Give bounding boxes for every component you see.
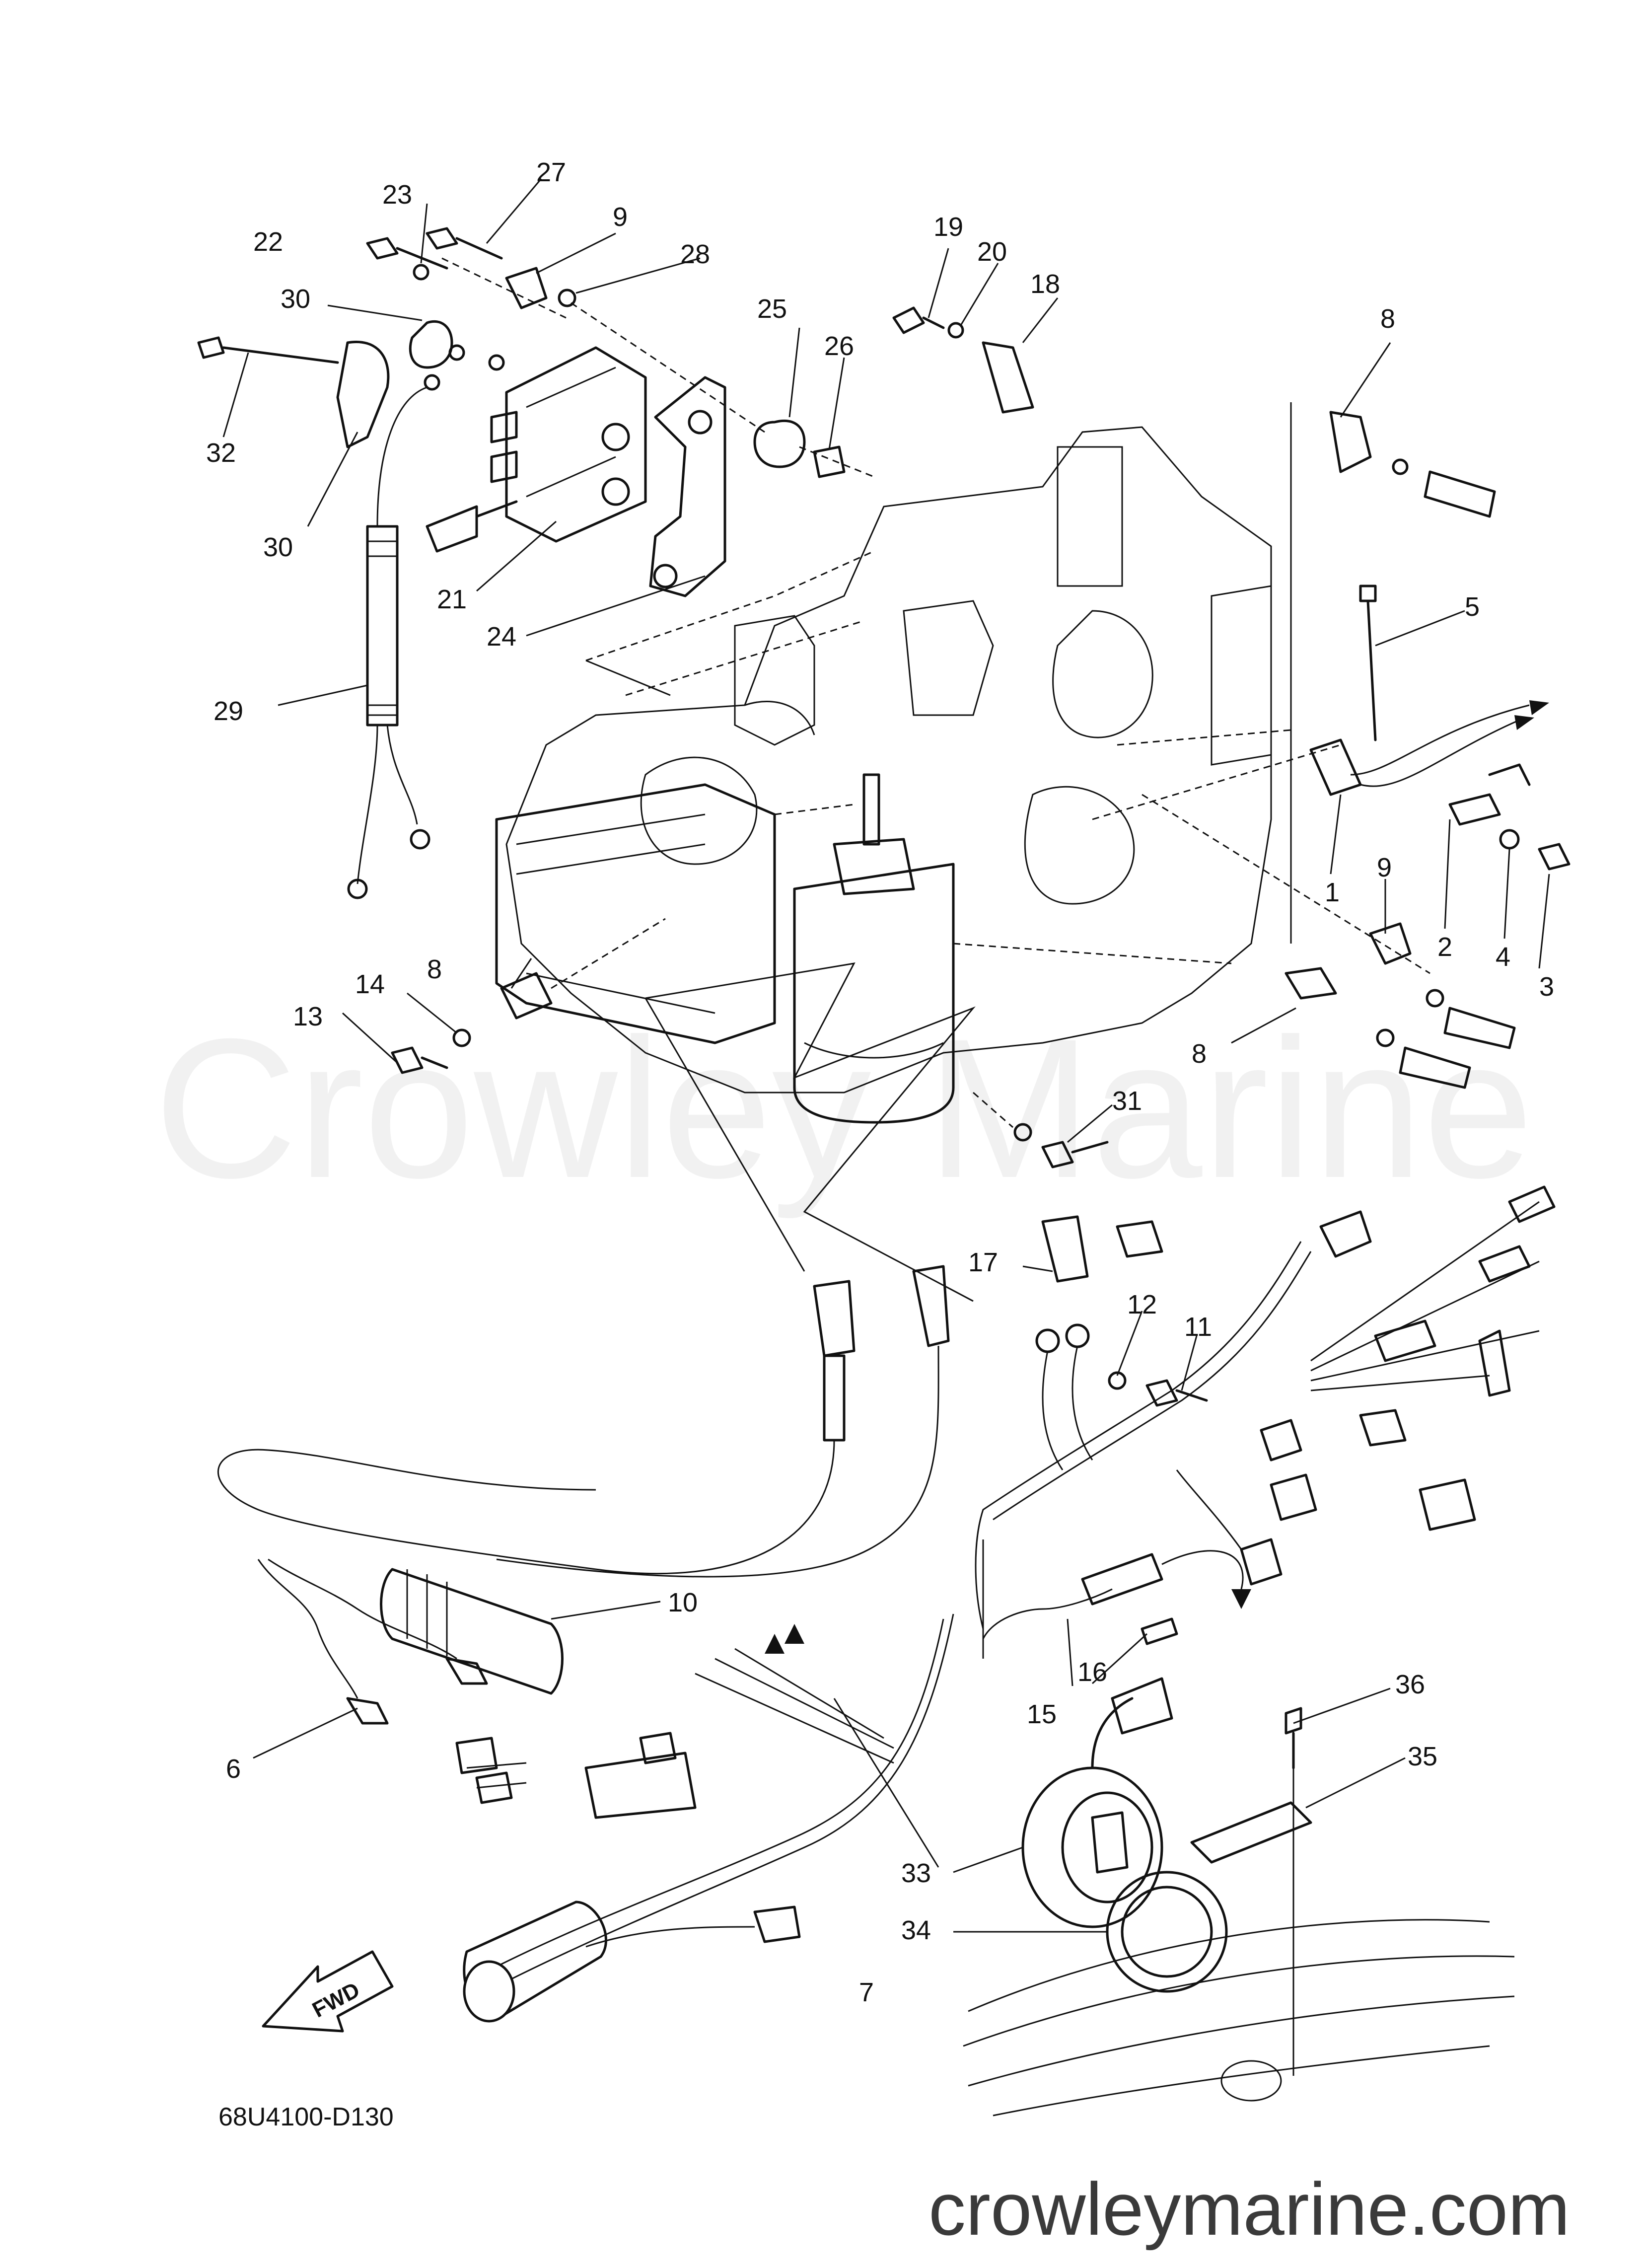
callout-24: 24 (487, 622, 516, 652)
callout-9-right: 9 (1377, 853, 1392, 882)
callout-3: 3 (1539, 972, 1554, 1002)
fwd-label: FWD (308, 1977, 363, 2022)
rectifier-regulator-assembly (197, 227, 874, 899)
callout-21: 21 (437, 585, 467, 614)
callout-9-top: 9 (613, 202, 628, 232)
callout-34: 34 (901, 1915, 931, 1945)
battery-lead (257, 1558, 488, 1725)
callout-6: 6 (226, 1754, 241, 1784)
callout-1: 1 (1325, 878, 1340, 907)
spark-plug-leads (217, 962, 976, 1695)
callout-26: 26 (824, 331, 854, 361)
callout-27: 27 (536, 157, 566, 187)
callout-15: 15 (1027, 1699, 1057, 1729)
callout-12: 12 (1127, 1290, 1157, 1319)
switch-panel (963, 1677, 1515, 2117)
callout-33: 33 (901, 1858, 931, 1888)
footer-url: crowleymarine.com (928, 2167, 1570, 2251)
callout-8-top: 8 (1380, 304, 1395, 334)
callout-labels: 1 2 3 4 5 6 7 8 8 8 9 9 10 11 12 13 14 1… (206, 157, 1554, 2007)
callout-13: 13 (293, 1002, 323, 1031)
engine-block (495, 426, 1272, 1124)
callout-35: 35 (1408, 1742, 1437, 1771)
callout-19: 19 (933, 212, 963, 242)
watermark: Crowley Marine (154, 997, 1534, 1221)
callout-4: 4 (1496, 942, 1510, 972)
diagram-code: 68U4100-D130 (218, 2103, 394, 2131)
callout-18: 18 (1030, 269, 1060, 299)
bolt-31 (973, 1092, 1109, 1169)
leader-lines (222, 178, 1550, 1933)
callout-8-left: 8 (427, 954, 442, 984)
callout-30-bottom: 30 (263, 532, 293, 562)
callout-16: 16 (1077, 1657, 1107, 1687)
callout-28: 28 (680, 239, 710, 269)
fuse-holder (982, 1539, 1251, 1659)
callout-23: 23 (382, 180, 412, 210)
callout-7: 7 (859, 1977, 874, 2007)
callout-8-right: 8 (1192, 1039, 1207, 1069)
callout-36: 36 (1395, 1670, 1425, 1699)
callout-29: 29 (214, 696, 243, 726)
callout-22: 22 (253, 227, 283, 257)
left-bracket-parts (391, 918, 666, 1074)
callout-14: 14 (355, 969, 385, 999)
callout-11: 11 (1184, 1312, 1212, 1342)
callout-32: 32 (206, 438, 236, 468)
callout-30-top: 30 (281, 284, 310, 314)
main-wire-harness (455, 1613, 954, 2023)
forward-direction-arrow: FWD (262, 1950, 394, 2033)
upper-right-parts (892, 306, 1571, 1089)
callout-10: 10 (668, 1588, 698, 1617)
callout-2: 2 (1437, 932, 1452, 962)
right-wire-harness (975, 1185, 1556, 1629)
callout-20: 20 (977, 237, 1007, 267)
callout-25: 25 (757, 294, 787, 324)
callout-5: 5 (1465, 592, 1480, 622)
callout-17: 17 (968, 1247, 998, 1277)
callout-31: 31 (1112, 1086, 1142, 1116)
